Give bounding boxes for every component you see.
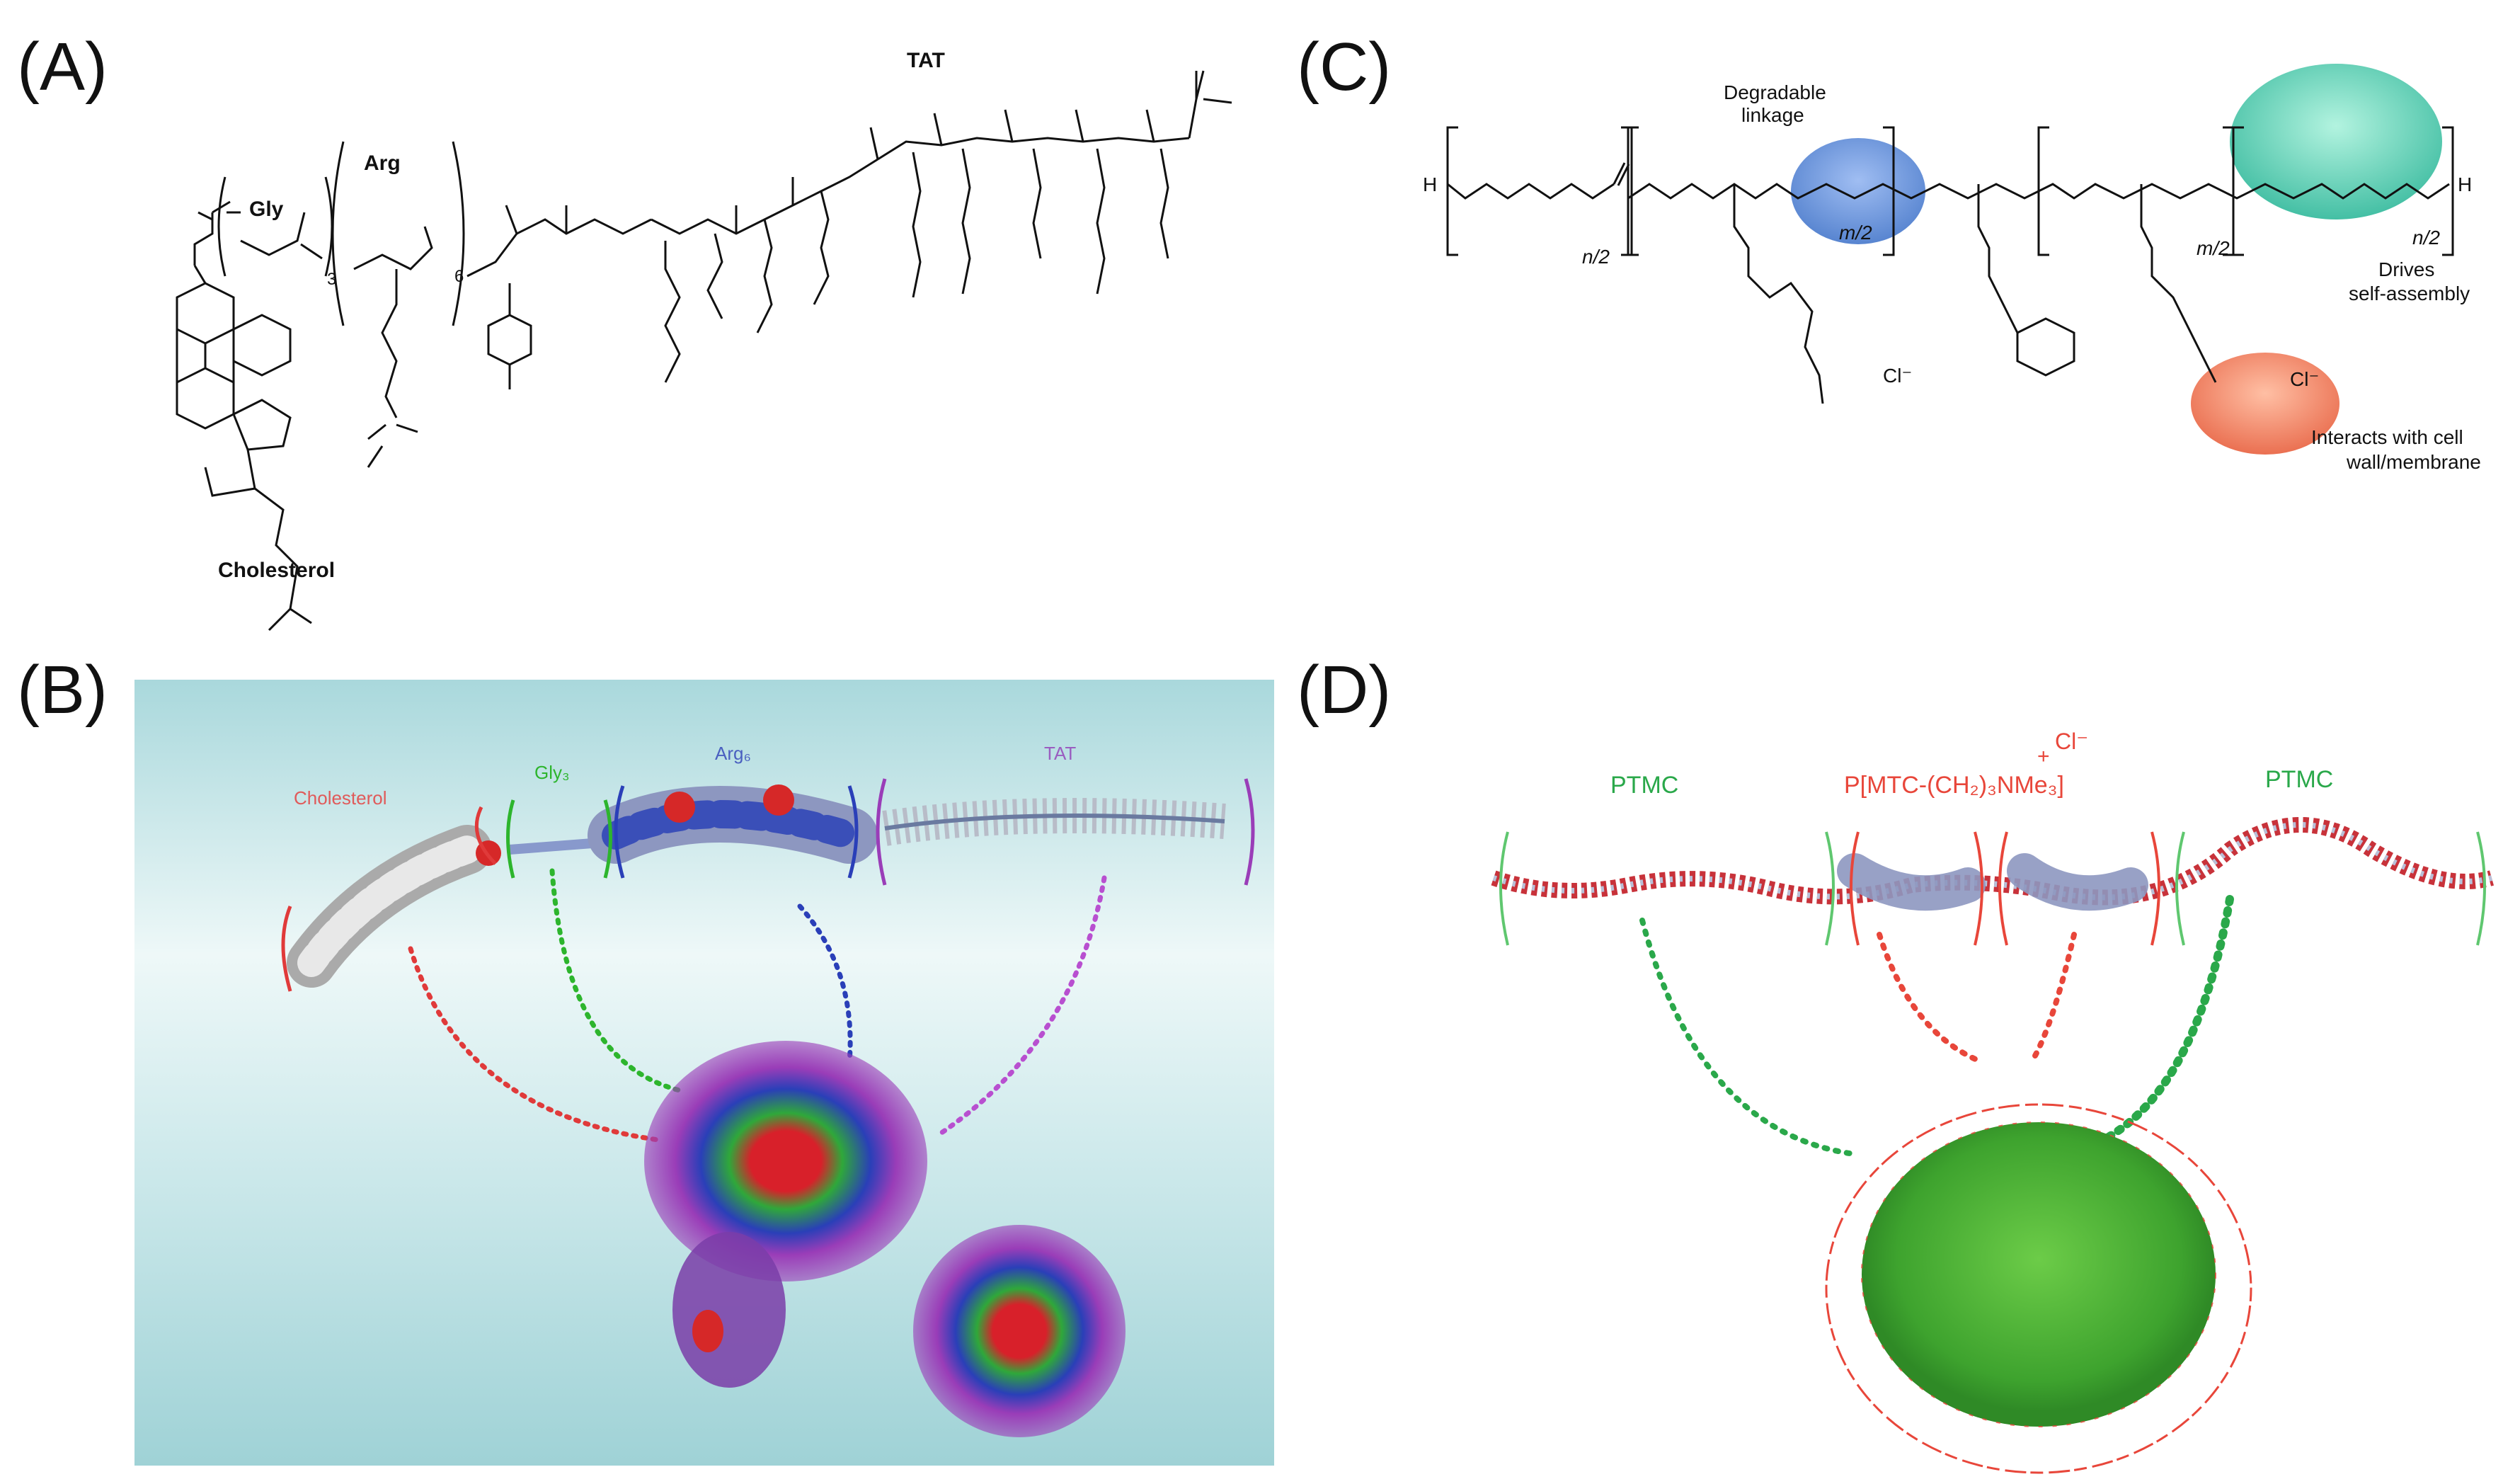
- panel-label-b: (B): [17, 652, 108, 728]
- label-arg: Arg: [364, 152, 401, 175]
- label-ptmc-left: PTMC: [1610, 772, 1678, 799]
- self-assembly-highlight: [2230, 64, 2442, 219]
- label-plus: +: [2037, 745, 2050, 768]
- label-n2-right: n/2: [2412, 227, 2440, 249]
- label-h-left: H: [1423, 173, 1437, 195]
- panel-b-arrows: [408, 868, 1107, 1143]
- panel-b-molecule: [287, 784, 1226, 988]
- micelle-main: [644, 1041, 927, 1282]
- cationic-block-2: [2007, 853, 2148, 911]
- label-h-right: H: [2458, 173, 2472, 195]
- label-cl-1: Cl⁻: [1883, 365, 1912, 387]
- panel-a-structure: [176, 70, 1232, 632]
- label-cholesterol: Cholesterol: [218, 559, 335, 582]
- panel-d-arrows: [1639, 895, 2234, 1157]
- label-chloride: Cl⁻: [2055, 729, 2088, 754]
- label-gly: Gly: [249, 198, 284, 221]
- cholesterol-ring-2: [232, 314, 292, 377]
- label-m2-right: m/2: [2197, 237, 2230, 259]
- label-tat: TAT: [907, 49, 945, 72]
- cholesterol-ring-3: [176, 367, 235, 430]
- cholesterol-tail: [246, 449, 299, 610]
- micelle-small: [672, 1232, 786, 1388]
- panel-d-brackets: [1499, 831, 2486, 946]
- label-b-arg: Arg₆: [715, 743, 751, 764]
- panel-label-a: (A): [17, 29, 108, 105]
- subscript-3: 3: [327, 270, 336, 289]
- panel-b-labels: Cholesterol Gly₃ Arg₆ TAT: [294, 743, 1076, 809]
- label-m2-left: m/2: [1839, 222, 1872, 244]
- panel-b-brackets: [281, 778, 1255, 992]
- label-n2-left: n/2: [1582, 246, 1610, 268]
- panel-c: Degradable linkage Drives self-assembly …: [1423, 64, 2481, 473]
- cholesterol-ring-1: [176, 282, 235, 345]
- cationic-block-1: [1837, 853, 1986, 911]
- label-degradable: Degradable: [1724, 81, 1826, 103]
- label-linkage: linkage: [1741, 104, 1804, 126]
- degradable-linkage-highlight: [1791, 138, 1925, 244]
- panel-a-labels: Gly Arg TAT Cholesterol 3 6: [218, 49, 945, 582]
- panel-c-structure: [1446, 126, 2454, 404]
- panel-c-labels: Degradable linkage Drives self-assembly …: [1423, 81, 2481, 473]
- cationic-highlight: [2191, 353, 2339, 455]
- label-b-gly: Gly₃: [534, 762, 570, 783]
- label-b-tat: TAT: [1044, 743, 1076, 764]
- panel-label-c: (C): [1297, 29, 1392, 105]
- gly-segment: [509, 838, 602, 855]
- label-self-assembly: self-assembly: [2349, 282, 2470, 304]
- cholesterol-ring-4: [232, 399, 292, 451]
- label-b-cholesterol: Cholesterol: [294, 787, 387, 809]
- subscript-6: 6: [454, 267, 464, 286]
- label-cl-2: Cl⁻: [2290, 368, 2319, 390]
- panel-b: Cholesterol Gly₃ Arg₆ TAT: [134, 680, 1274, 1466]
- label-interacts: Interacts with cell: [2311, 426, 2463, 448]
- label-membrane: wall/membrane: [2346, 451, 2481, 473]
- panel-d: PTMC P[MTC-(CH₂)₃NMe₃] Cl⁻ + PTMC: [1491, 729, 2495, 1474]
- micelle-corona: [1825, 1103, 2252, 1474]
- label-cationic-block: P[MTC-(CH₂)₃NMe₃]: [1844, 772, 2064, 799]
- micelle-core: [1862, 1122, 2216, 1427]
- micelle-right: [913, 1225, 1126, 1437]
- label-drives: Drives: [2378, 258, 2434, 280]
- label-ptmc-right: PTMC: [2265, 766, 2333, 793]
- panel-d-labels: PTMC P[MTC-(CH₂)₃NMe₃] Cl⁻ + PTMC: [1610, 729, 2333, 799]
- panel-label-d: (D): [1297, 652, 1392, 728]
